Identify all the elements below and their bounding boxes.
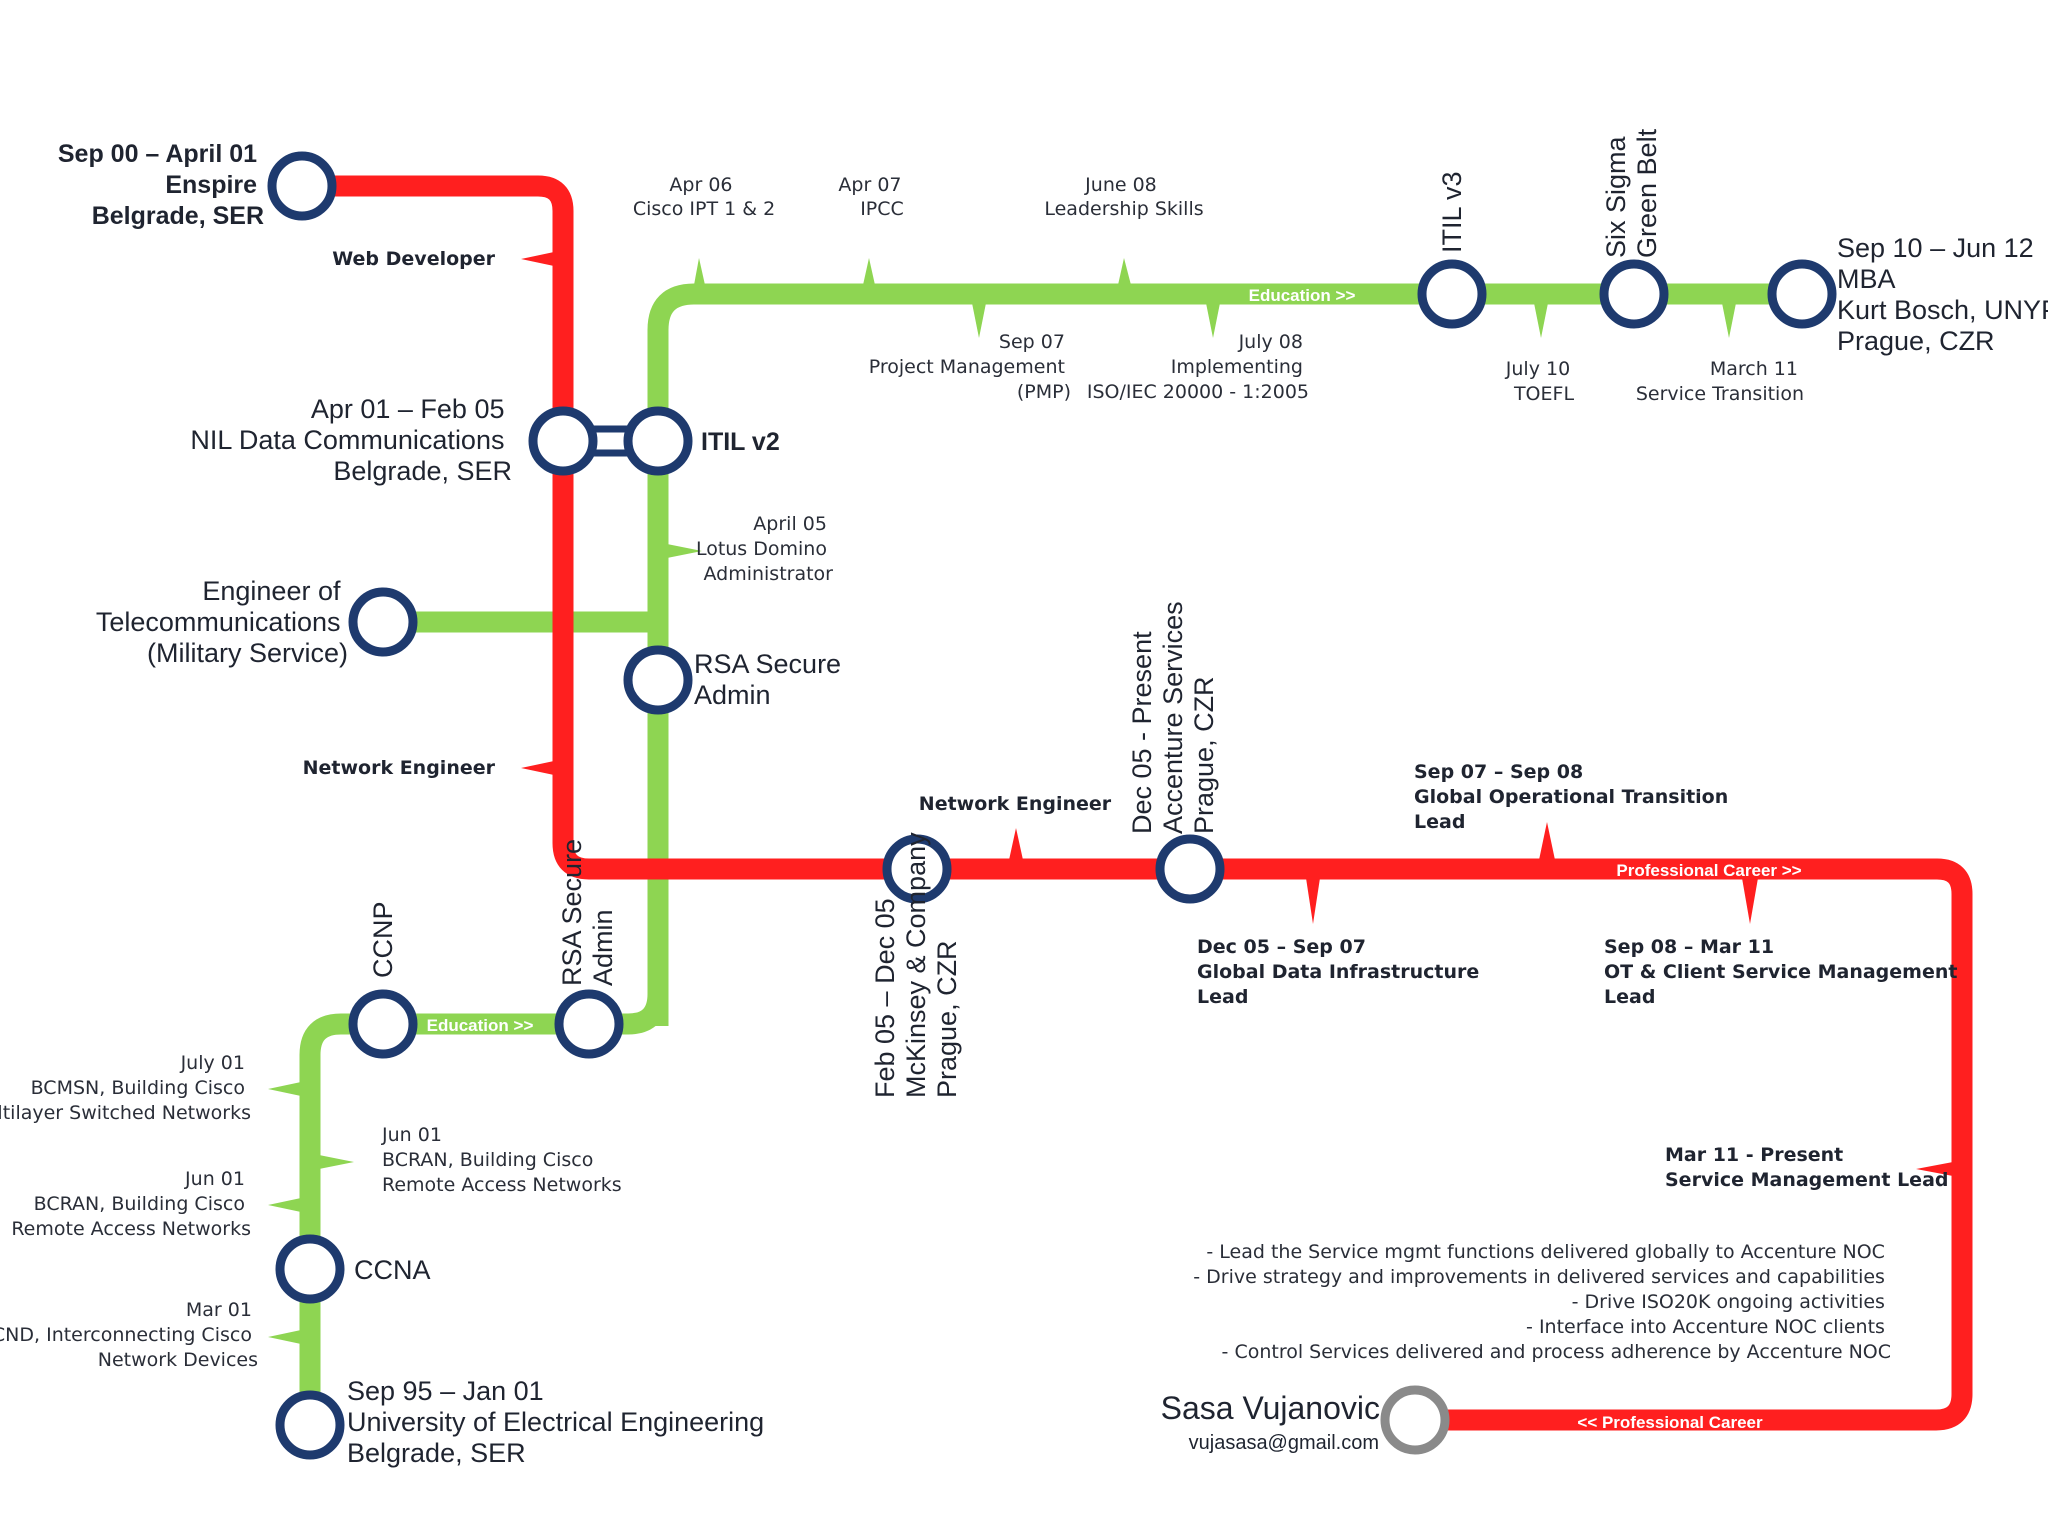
label-bcran-right: Jun 01 BCRAN, Building Cisco Remote Acce… xyxy=(381,1124,622,1196)
education-line-label-top: Education >> xyxy=(1249,286,1356,305)
label-ot-lead: Sep 08 – Mar 11 OT & Client Service Mana… xyxy=(1604,936,1964,1008)
career-tick-labels: Web Developer Network Engineer Network E… xyxy=(303,248,1964,1191)
station-enspire[interactable] xyxy=(267,151,337,221)
station-rsa-upper[interactable] xyxy=(623,645,693,715)
label-university: Sep 95 – Jan 01 University of Electrical… xyxy=(347,1376,772,1468)
career-line-label-return: << Professional Career xyxy=(1577,1413,1763,1432)
label-mba: Sep 10 – Jun 12 MBA Kurt Bosch, UNYP Pra… xyxy=(1837,233,2048,356)
label-iso: July 08 Implementing ISO/IEC 20000 - 1:2… xyxy=(1087,331,1309,403)
career-line-label-main: Professional Career >> xyxy=(1616,861,1801,880)
tick-pmp xyxy=(972,303,986,338)
station-six-sigma[interactable] xyxy=(1599,259,1669,329)
label-gdi-lead: Dec 05 – Sep 07 Global Data Infrastructu… xyxy=(1197,936,1486,1008)
education-tick-labels: Apr 06 Cisco IPT 1 & 2 Apr 07 IPCC June … xyxy=(0,174,1804,1371)
label-bcran-left: Jun 01 BCRAN, Building Cisco Remote Acce… xyxy=(11,1168,251,1240)
label-icnd: Mar 01 ICND, Interconnecting Cisco Netwo… xyxy=(0,1299,258,1371)
tick-service-transition xyxy=(1722,303,1736,338)
label-lotus: April 05 Lotus Domino Administrator xyxy=(696,513,833,585)
station-ccnp[interactable] xyxy=(348,989,418,1059)
responsibility-item: - Interface into Accenture NOC clients xyxy=(1526,1316,1885,1338)
tick-bcran-left xyxy=(268,1198,301,1212)
tick-got-lead xyxy=(1539,822,1555,860)
label-network-engineer-mck: Network Engineer xyxy=(919,793,1112,815)
responsibilities-list: - Lead the Service mgmt functions delive… xyxy=(1193,1241,1891,1363)
responsibility-item: - Lead the Service mgmt functions delive… xyxy=(1206,1241,1885,1263)
label-itil-v3: ITIL v3 xyxy=(1437,171,1467,253)
label-got-lead: Sep 07 – Sep 08 Global Operational Trans… xyxy=(1414,761,1735,833)
label-itil-v2: ITIL v2 xyxy=(701,428,780,456)
station-labels: Sep 00 – April 01 Enspire Belgrade, SER … xyxy=(58,128,2048,1468)
tick-gdi-lead xyxy=(1306,878,1320,924)
station-mba[interactable] xyxy=(1767,259,1837,329)
label-enspire: Sep 00 – April 01 Enspire Belgrade, SER xyxy=(58,140,264,230)
line-labels: Education >> Education >> Professional C… xyxy=(427,286,1802,1432)
label-six-sigma: Six Sigma Green Belt xyxy=(1601,128,1662,258)
station-itil-v2[interactable] xyxy=(623,406,693,476)
label-accenture: Dec 05 - Present Accenture Services Prag… xyxy=(1127,594,1219,834)
tick-ot-lead xyxy=(1742,878,1758,924)
label-ccna: CCNA xyxy=(354,1255,431,1285)
label-pmp: Sep 07 Project Management (PMP) xyxy=(869,331,1071,403)
label-rsa-lower: RSA Secure Admin xyxy=(557,831,618,986)
station-itil-v3[interactable] xyxy=(1417,259,1487,329)
label-cisco-ipt: Apr 06 Cisco IPT 1 & 2 xyxy=(633,174,775,220)
tick-network-engineer-mck xyxy=(1009,828,1023,860)
station-university[interactable] xyxy=(275,1390,345,1460)
label-ccnp: CCNP xyxy=(368,901,398,978)
tick-bcmsn xyxy=(268,1082,301,1096)
responsibility-item: - Drive ISO20K ongoing activities xyxy=(1572,1291,1885,1313)
tick-lotus xyxy=(667,544,702,558)
responsibility-item: - Drive strategy and improvements in del… xyxy=(1193,1266,1885,1288)
label-leadership: June 08 Leadership Skills xyxy=(1044,174,1203,220)
label-web-developer: Web Developer xyxy=(332,248,495,270)
tick-iso xyxy=(1206,303,1220,338)
label-ipcc: Apr 07 IPCC xyxy=(838,174,907,220)
station-mckinsey[interactable] xyxy=(882,834,952,904)
tick-ipcc xyxy=(863,258,875,285)
station-nil[interactable] xyxy=(528,406,598,476)
label-military: Engineer of Telecommunications (Military… xyxy=(96,576,348,668)
responsibility-item: - Control Services delivered and process… xyxy=(1222,1341,1891,1363)
station-rsa-lower[interactable] xyxy=(554,989,624,1059)
person-name: Sasa Vujanovic xyxy=(1161,1390,1380,1426)
tick-bcran-right xyxy=(319,1155,354,1169)
station-person[interactable] xyxy=(1380,1385,1450,1455)
person-email[interactable]: vujasasa@gmail.com xyxy=(1189,1432,1379,1454)
tick-icnd xyxy=(268,1330,301,1344)
label-rsa-upper: RSA Secure Admin xyxy=(694,649,849,710)
label-toefl: July 10 TOEFL xyxy=(1505,358,1576,405)
tick-web-developer xyxy=(521,252,554,266)
education-line-lower xyxy=(299,993,669,1425)
station-accenture[interactable] xyxy=(1155,834,1225,904)
label-service-transition: March 11 Service Transition xyxy=(1636,358,1804,405)
tick-cisco-ipt xyxy=(694,258,705,285)
tick-network-engineer-nil xyxy=(521,761,554,775)
station-ccna[interactable] xyxy=(275,1234,345,1304)
label-nil: Apr 01 – Feb 05 NIL Data Communications … xyxy=(190,394,512,486)
label-bcmsn: July 01 BCMSN, Building Cisco Multilayer… xyxy=(0,1052,251,1124)
label-network-engineer-nil: Network Engineer xyxy=(303,757,496,779)
tick-leadership xyxy=(1118,258,1131,285)
timeline-ticks xyxy=(268,252,1953,1344)
label-sm-lead: Mar 11 - Present Service Management Lead xyxy=(1665,1144,1949,1191)
stations xyxy=(267,151,1837,1460)
tick-toefl xyxy=(1534,303,1548,338)
education-line-label-bottom: Education >> xyxy=(427,1016,534,1035)
tick-sm-lead xyxy=(1916,1162,1953,1176)
station-military[interactable] xyxy=(348,587,418,657)
label-mckinsey: Feb 05 – Dec 05 McKinsey & Company Pragu… xyxy=(870,825,962,1098)
career-line xyxy=(302,175,1973,1431)
